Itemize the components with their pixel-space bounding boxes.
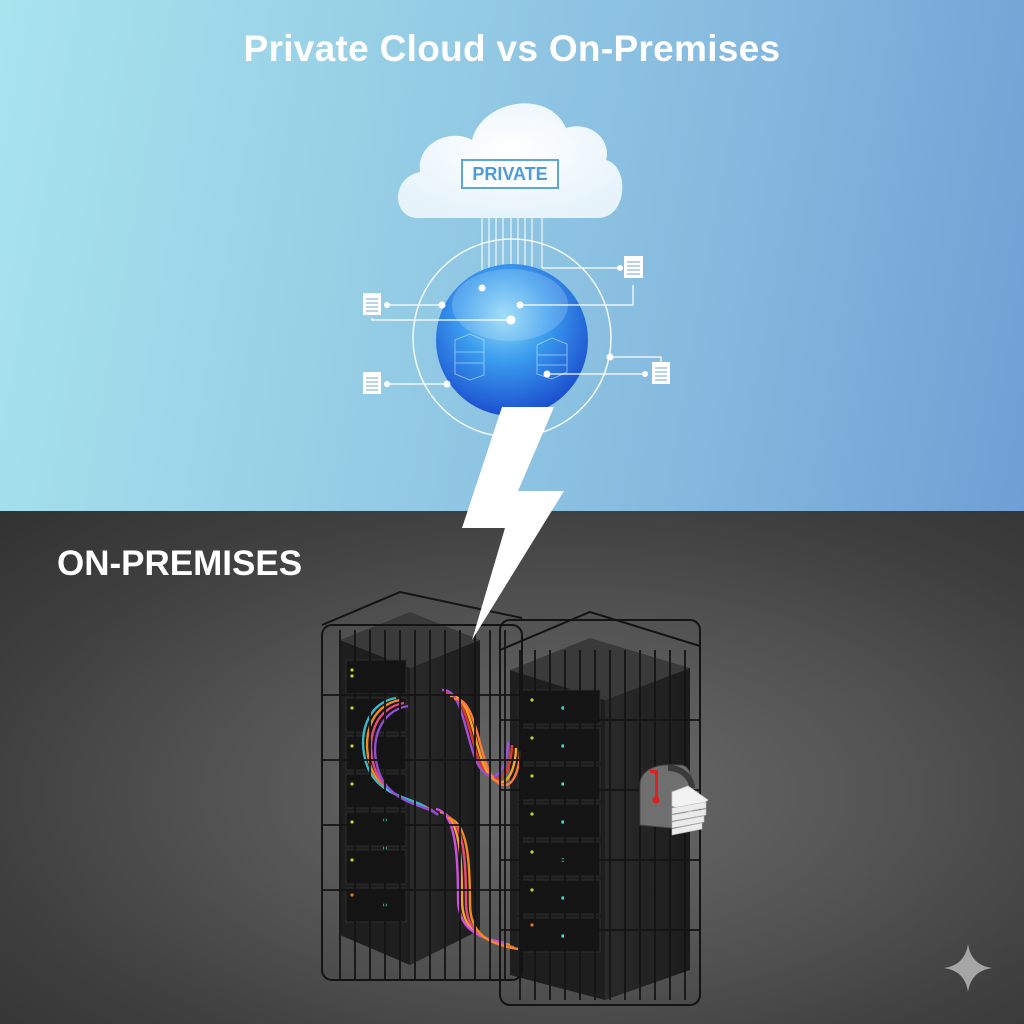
private-badge: PRIVATE bbox=[461, 159, 559, 189]
on-premises-label: ON-PREMISES bbox=[57, 544, 303, 583]
lightning-bolt-icon bbox=[462, 407, 564, 640]
network-nodes bbox=[384, 265, 648, 388]
page-title: Private Cloud vs On-Premises bbox=[243, 28, 781, 69]
document-icon bbox=[363, 372, 381, 394]
sparkle-icon bbox=[944, 944, 992, 992]
mailbox-icon bbox=[639, 764, 709, 836]
server-icon bbox=[536, 337, 568, 380]
document-icon bbox=[652, 362, 670, 384]
cage-icon bbox=[321, 590, 701, 1006]
globe-sphere-icon bbox=[436, 264, 588, 416]
network-lines bbox=[371, 267, 662, 385]
status-leds bbox=[350, 668, 565, 938]
document-icon bbox=[363, 293, 381, 315]
server-icon bbox=[454, 333, 485, 381]
document-icon bbox=[624, 256, 643, 278]
